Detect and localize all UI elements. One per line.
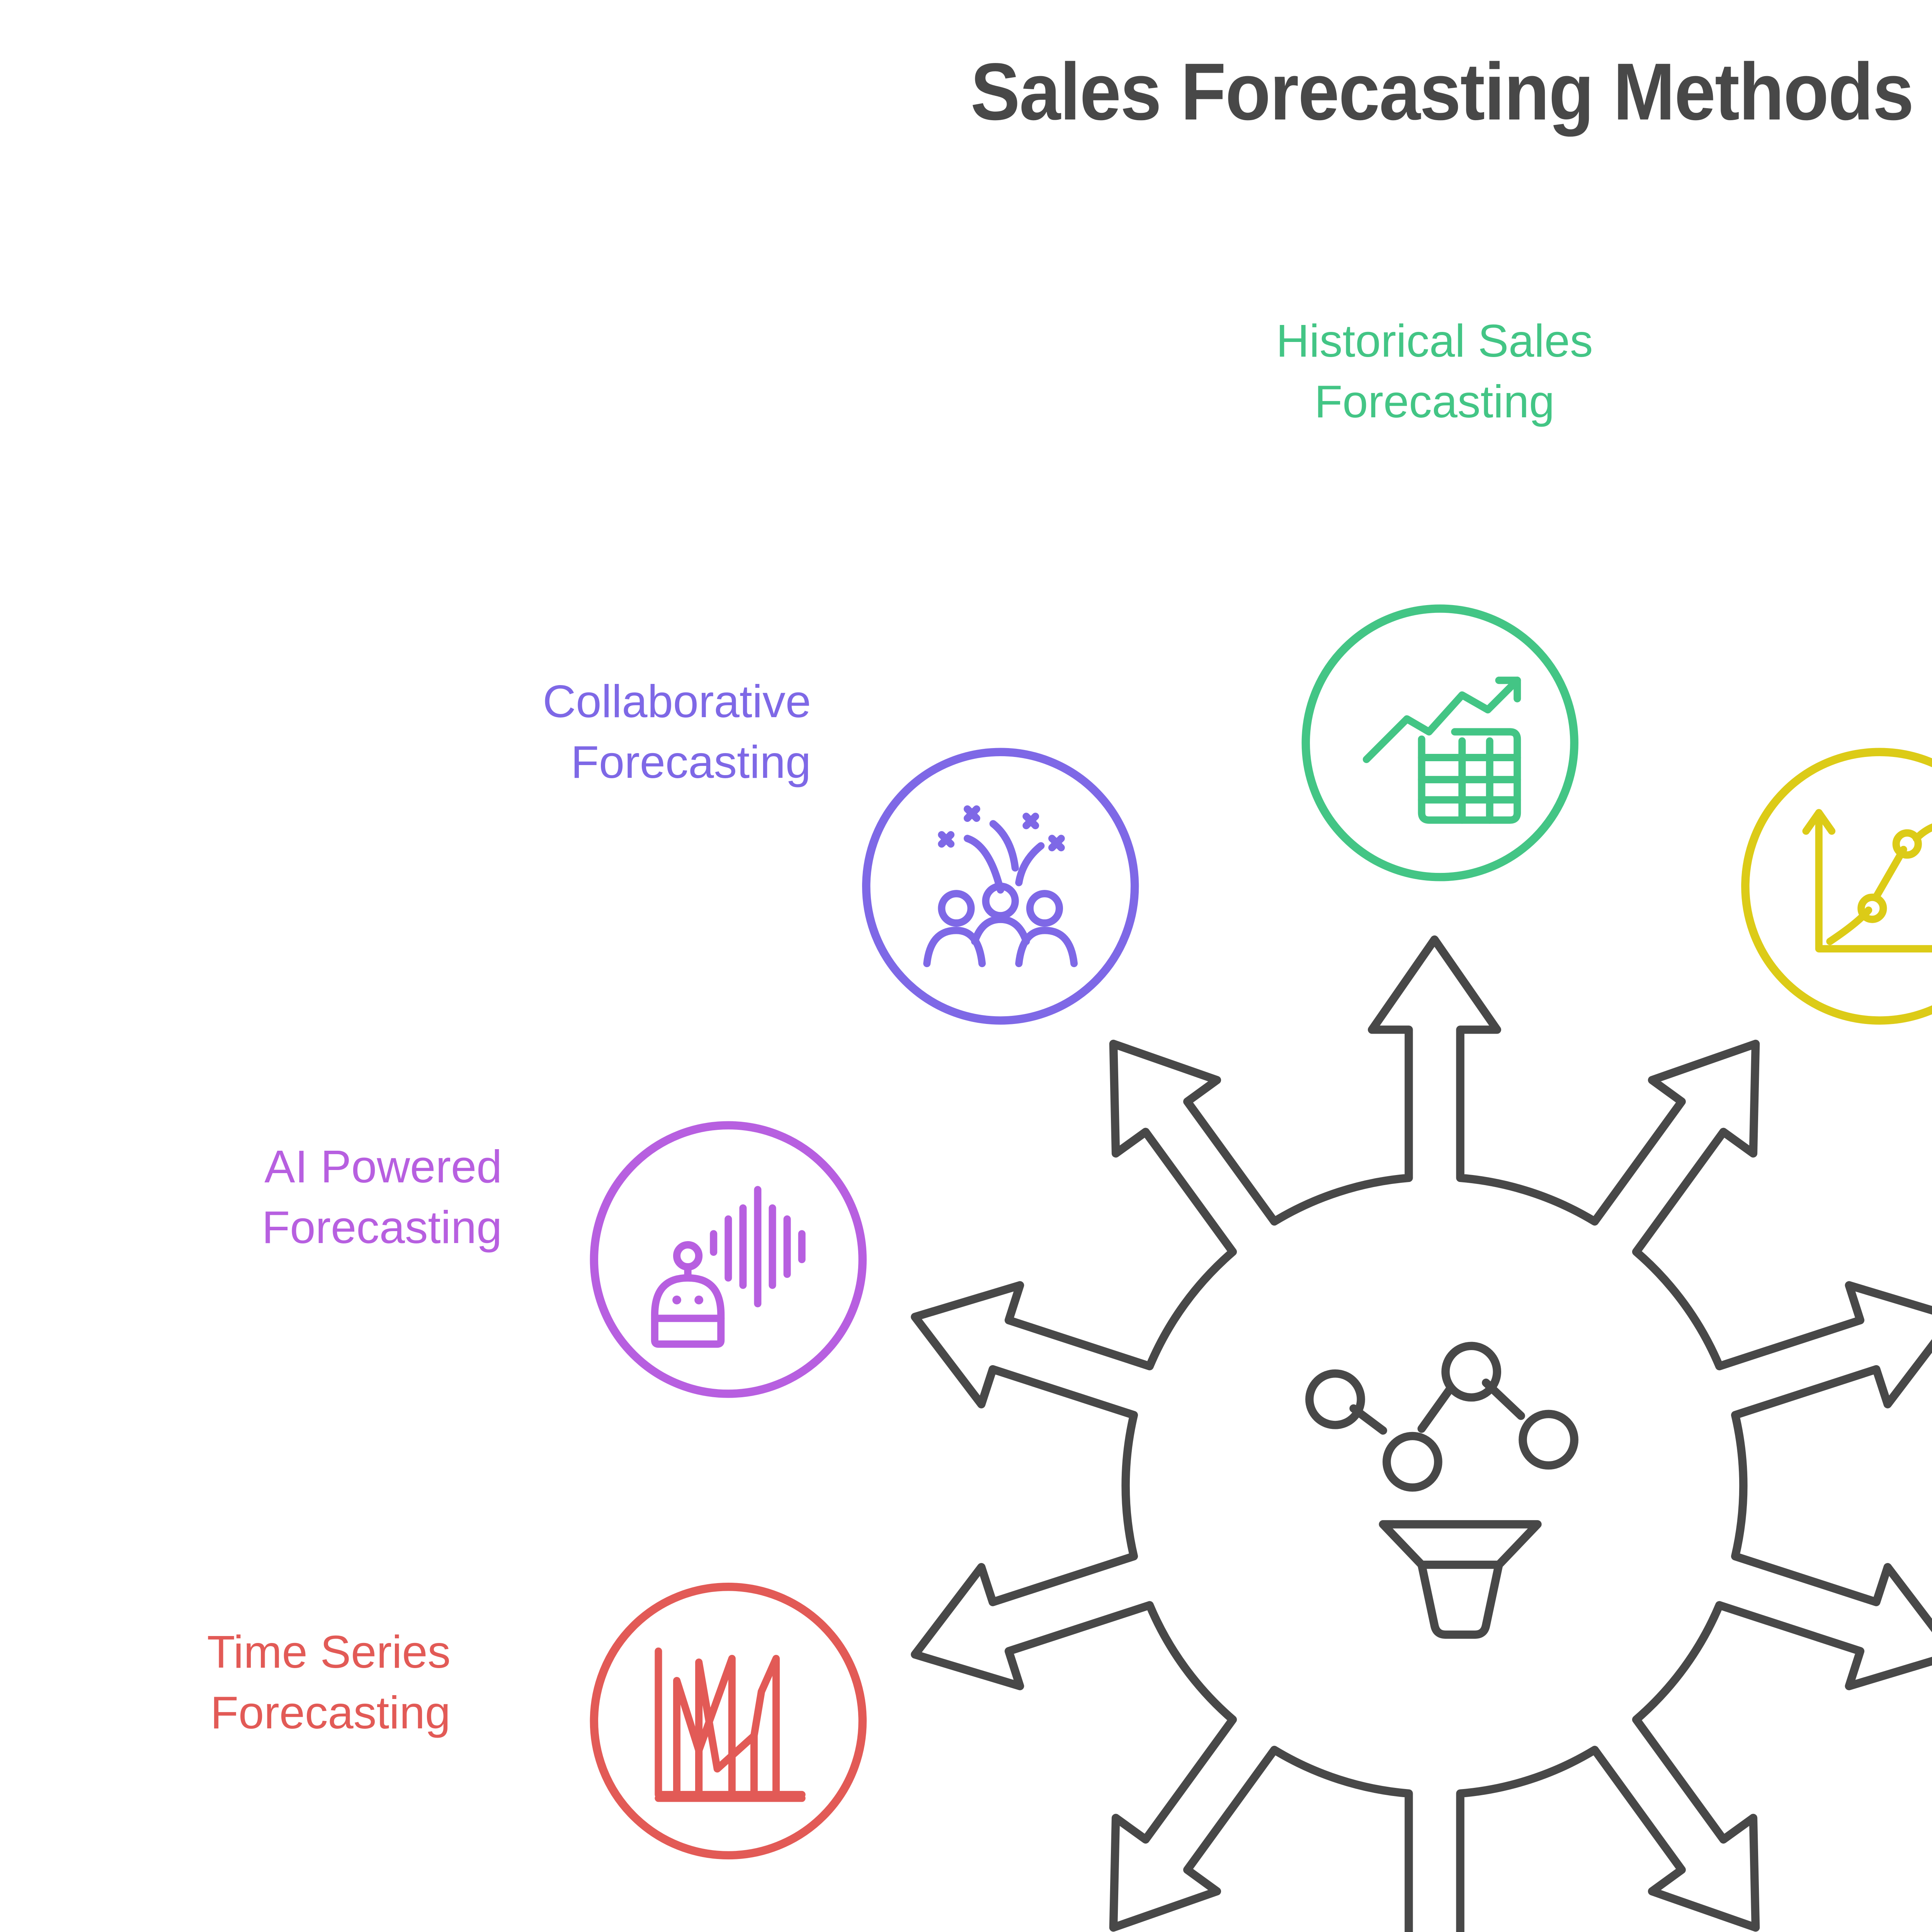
label-line: Forecasting	[571, 737, 811, 789]
label-ai: AI Powered Forecasting	[262, 1138, 502, 1260]
label-line: Time Series	[207, 1627, 451, 1679]
label-line: Forecasting	[210, 1688, 451, 1740]
time-series-chart-icon	[655, 1647, 806, 1802]
chart-trend-table-icon	[1362, 677, 1521, 824]
line-chart-funnel-icon	[1305, 1342, 1578, 1639]
method-node-historical[interactable]	[1301, 604, 1578, 881]
team-ideas-icon	[923, 805, 1078, 968]
method-node-collaborative[interactable]	[862, 748, 1139, 1025]
label-line: Historical Sales	[1276, 316, 1593, 368]
label-line: AI Powered	[264, 1142, 502, 1194]
hub-arrows	[911, 935, 1932, 1932]
method-node-ai[interactable]	[590, 1121, 867, 1398]
robot-soundwave-icon	[651, 1186, 806, 1348]
label-line: Forecasting	[262, 1202, 502, 1254]
label-historical: Historical Sales Forecasting	[1276, 313, 1593, 434]
label-collaborative: Collaborative Forecasting	[543, 673, 811, 794]
method-node-timeseries[interactable]	[590, 1582, 867, 1860]
page-title: Sales Forecasting Methods	[970, 48, 1914, 138]
method-circle	[1301, 604, 1578, 881]
axis-growth-curve-icon	[1802, 809, 1932, 952]
label-line: Collaborative	[543, 677, 811, 728]
label-line: Forecasting	[1314, 377, 1555, 429]
method-node-opportunity[interactable]	[1741, 748, 1932, 1025]
method-circle	[1741, 748, 1932, 1025]
label-timeseries: Time Series Forecasting	[207, 1624, 451, 1745]
